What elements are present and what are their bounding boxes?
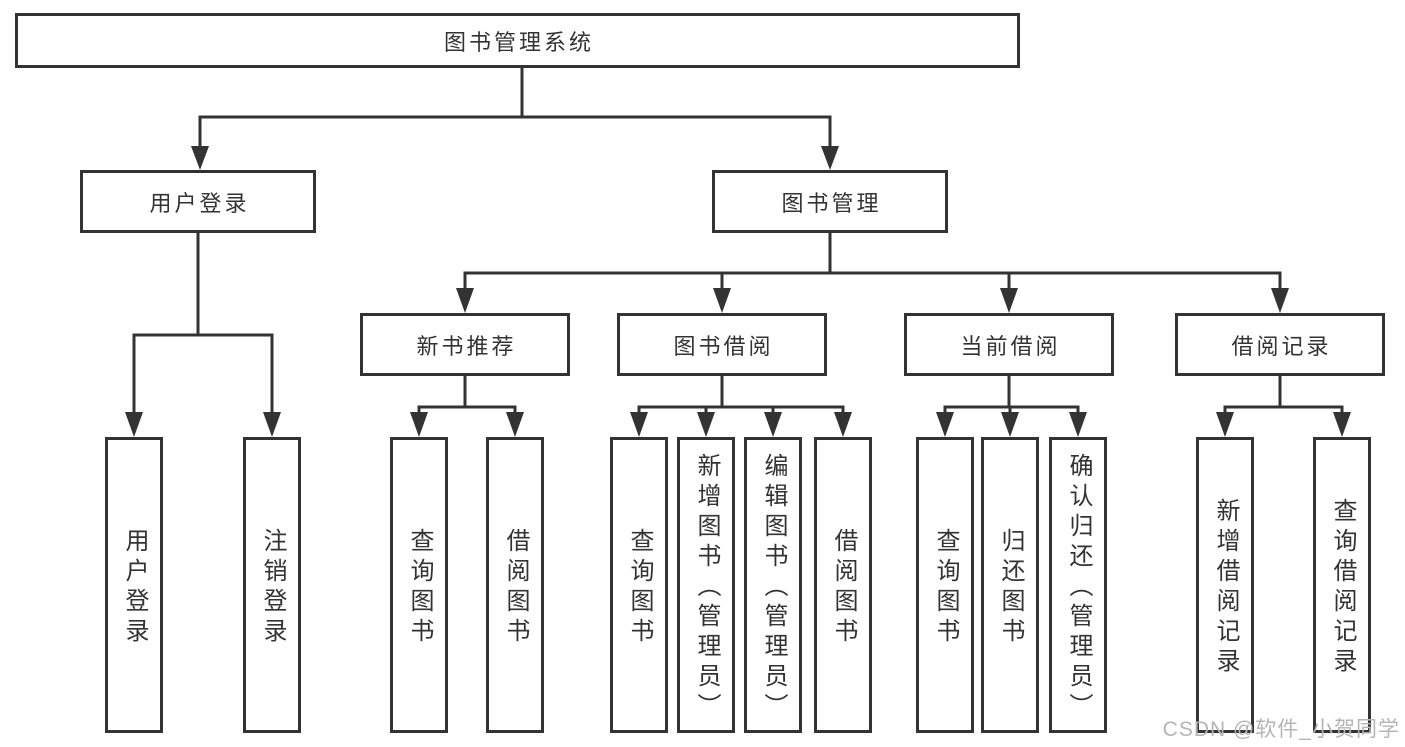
connector-new-book-recommend-children	[410, 376, 524, 437]
leaf-query-books-borrowing: 查询图书	[610, 437, 668, 733]
node-borrowing-records-label: 借阅记录	[1231, 333, 1332, 359]
node-user-login: 用户登录	[80, 170, 316, 233]
leaf-logout: 注销登录	[243, 437, 301, 733]
leaf-confirm-return-admin: 确认归还（管理员）	[1049, 437, 1107, 733]
leaf-query-books-current-label: 查询图书	[932, 528, 959, 648]
leaf-query-books-recommend: 查询图书	[390, 437, 448, 733]
connector-root-to-level1	[191, 68, 839, 170]
leaf-edit-books-admin: 编辑图书（管理员）	[744, 437, 802, 733]
node-book-management: 图书管理	[712, 170, 948, 233]
node-current-borrowing-label: 当前借阅	[960, 333, 1061, 359]
connector-borrowing-records-children	[1216, 376, 1351, 437]
node-current-borrowing: 当前借阅	[904, 313, 1114, 376]
leaf-logout-label: 注销登录	[259, 528, 286, 648]
leaf-add-borrow-record: 新增借阅记录	[1196, 437, 1254, 733]
leaf-query-books-current: 查询图书	[916, 437, 974, 733]
node-book-management-label: 图书管理	[781, 190, 882, 216]
leaf-query-books-borrowing-label: 查询图书	[626, 528, 653, 648]
node-book-borrowing-label: 图书借阅	[673, 333, 774, 359]
leaf-query-borrow-record-label: 查询借阅记录	[1329, 498, 1356, 678]
leaf-return-books-label: 归还图书	[997, 528, 1024, 648]
leaf-borrow-books-borrowing: 借阅图书	[814, 437, 872, 733]
leaf-add-books-admin-label: 新增图书（管理员）	[693, 453, 720, 723]
leaf-add-borrow-record-label: 新增借阅记录	[1212, 498, 1239, 678]
leaf-confirm-return-admin-label: 确认归还（管理员）	[1065, 453, 1092, 723]
connector-user-login-children	[125, 233, 281, 437]
node-root-system-label: 图书管理系统	[443, 29, 594, 55]
node-new-book-recommend-label: 新书推荐	[416, 333, 517, 359]
leaf-return-books: 归还图书	[981, 437, 1039, 733]
leaf-query-borrow-record: 查询借阅记录	[1313, 437, 1371, 733]
leaf-borrow-books-recommend: 借阅图书	[486, 437, 544, 733]
connector-current-borrowing-children	[936, 376, 1087, 437]
connector-book-management-children	[456, 233, 1289, 313]
node-book-borrowing: 图书借阅	[617, 313, 827, 376]
leaf-borrow-books-recommend-label: 借阅图书	[502, 528, 529, 648]
leaf-edit-books-admin-label: 编辑图书（管理员）	[760, 453, 787, 723]
leaf-user-login-label: 用户登录	[121, 528, 148, 648]
node-new-book-recommend: 新书推荐	[360, 313, 570, 376]
watermark: CSDN @软件_小贺同学	[1162, 718, 1400, 741]
leaf-add-books-admin: 新增图书（管理员）	[677, 437, 735, 733]
leaf-query-books-recommend-label: 查询图书	[406, 528, 433, 648]
node-root-system: 图书管理系统	[15, 13, 1020, 68]
leaf-borrow-books-borrowing-label: 借阅图书	[830, 528, 857, 648]
connector-book-borrowing-children	[630, 376, 852, 437]
node-borrowing-records: 借阅记录	[1175, 313, 1385, 376]
leaf-user-login: 用户登录	[105, 437, 163, 733]
node-user-login-label: 用户登录	[149, 190, 250, 216]
